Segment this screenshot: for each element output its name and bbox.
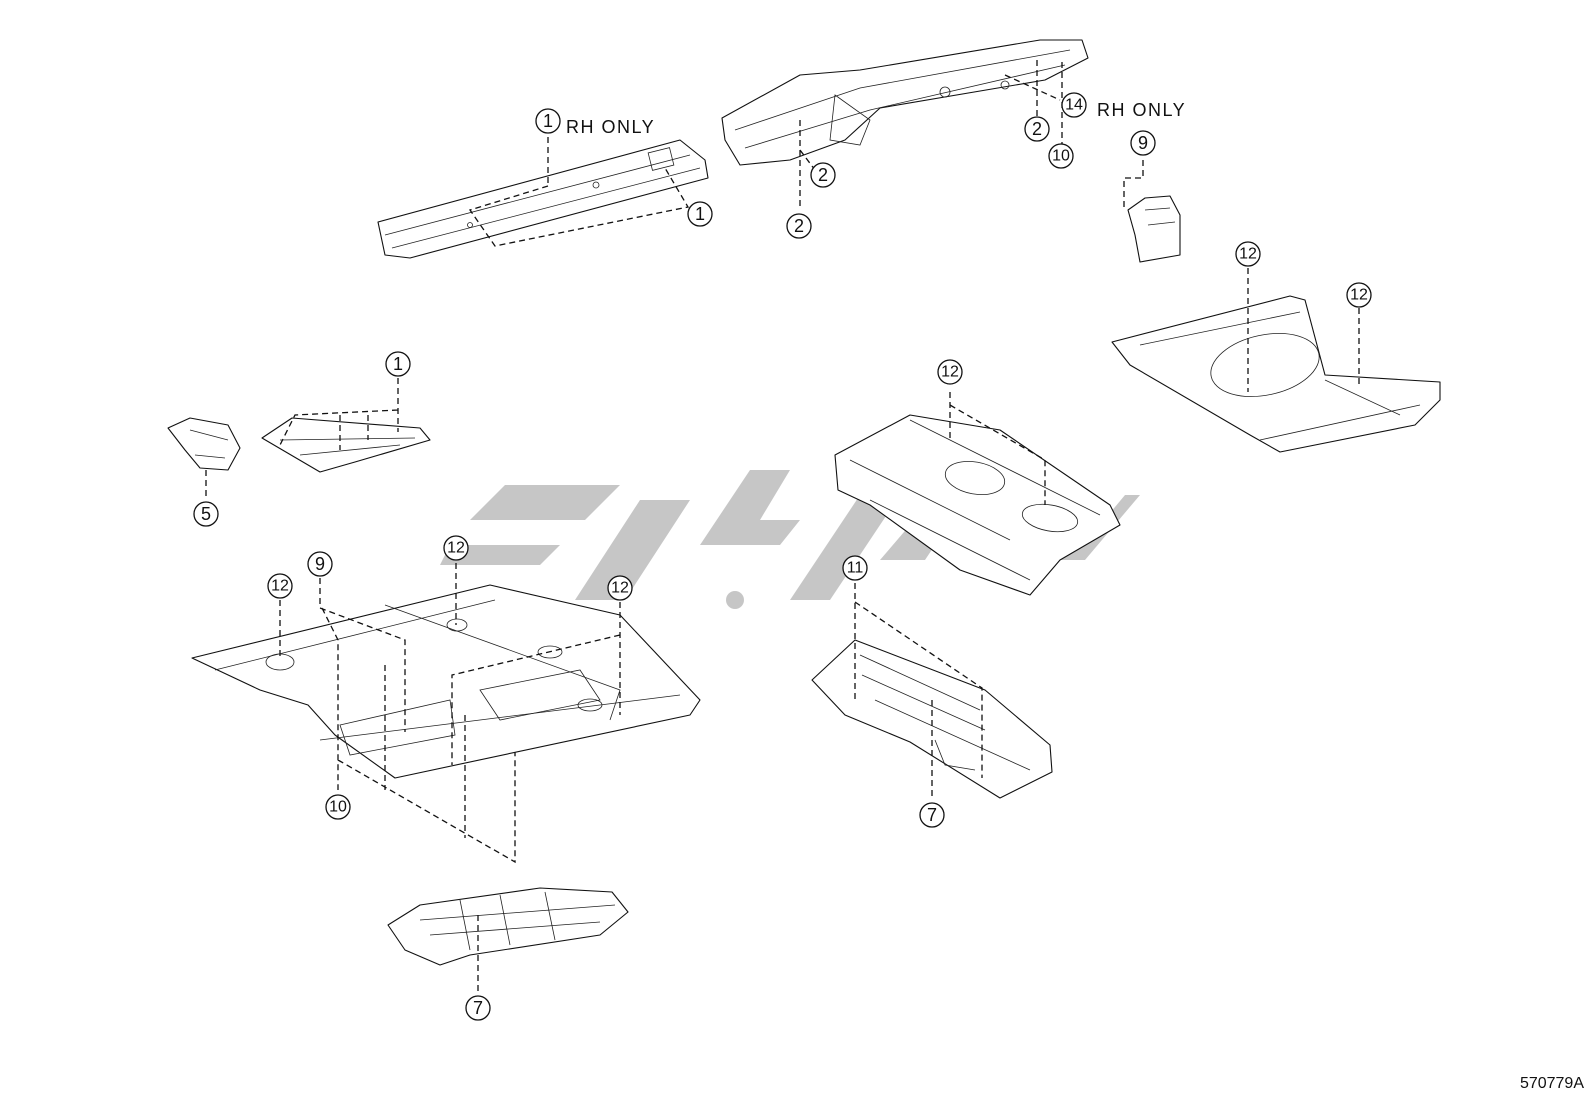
callout-12-f2: 12 [443, 535, 469, 561]
leader-line [949, 392, 1046, 505]
front-floor-pan-part [191, 584, 701, 779]
leader-line [1247, 268, 1360, 392]
svg-text:7: 7 [927, 805, 937, 825]
callout-12-r1: 12 [1235, 241, 1261, 267]
callout-9-floor: 9 [307, 551, 333, 577]
callout-10-top: 10 [1048, 143, 1074, 169]
svg-text:11: 11 [847, 560, 864, 577]
leader-line [854, 583, 983, 800]
callout-1-mid: 1 [385, 351, 411, 377]
floor-crossmember-part [811, 639, 1053, 799]
callout-12-f3: 12 [607, 575, 633, 601]
svg-text:14: 14 [1065, 97, 1083, 114]
svg-text:12: 12 [611, 580, 629, 597]
svg-text:RH ONLY: RH ONLY [566, 117, 655, 137]
callout-12-r2: 12 [1346, 282, 1372, 308]
center-rear-floor-part [834, 414, 1121, 596]
callout-14-rh-only: 14 RH ONLY [1061, 92, 1186, 120]
svg-text:1: 1 [695, 204, 705, 224]
callout-12-f1: 12 [267, 573, 293, 599]
callout-10-floor: 10 [325, 794, 351, 820]
callout-2-b: 2 [786, 213, 812, 239]
svg-text:1: 1 [393, 354, 403, 374]
svg-text:12: 12 [1350, 287, 1368, 304]
leader-line [799, 60, 1063, 210]
rear-frame-part [721, 39, 1089, 166]
rear-floor-pan-part [1111, 295, 1441, 453]
callout-2-a: 2 [810, 162, 836, 188]
svg-text:9: 9 [1138, 133, 1148, 153]
svg-text:9: 9 [315, 554, 325, 574]
mounting-bracket-part [167, 417, 241, 471]
callout-11: 11 [842, 555, 868, 581]
svg-text:2: 2 [818, 165, 828, 185]
small-floor-piece-part [261, 417, 431, 473]
side-rail-part [377, 139, 709, 259]
svg-text:7: 7 [473, 998, 483, 1018]
svg-text:10: 10 [329, 799, 347, 816]
svg-text:12: 12 [447, 540, 465, 557]
leader-line [468, 137, 690, 247]
svg-text:RH ONLY: RH ONLY [1097, 100, 1186, 120]
leader-line [279, 378, 399, 450]
callout-7-bottom: 7 [465, 995, 491, 1021]
heat-insulator-part [387, 887, 629, 966]
svg-text:2: 2 [794, 216, 804, 236]
callout-1-rail: 1 [687, 201, 713, 227]
svg-text:12: 12 [941, 364, 959, 381]
leader-line [279, 563, 621, 864]
diagram-reference-code: 570779A [1520, 1075, 1584, 1092]
svg-text:2: 2 [1032, 119, 1042, 139]
callout-1-rh-only: 1 RH ONLY [535, 108, 655, 137]
callout-2-c: 2 [1024, 116, 1050, 142]
callout-7-right: 7 [919, 802, 945, 828]
svg-text:1: 1 [543, 111, 553, 131]
svg-text:12: 12 [1239, 246, 1257, 263]
callout-9-top: 9 [1130, 130, 1156, 156]
svg-text:10: 10 [1052, 148, 1070, 165]
callout-12-mid: 12 [937, 359, 963, 385]
leader-line [1123, 160, 1144, 210]
small-bracket-part [1127, 195, 1181, 263]
svg-text:12: 12 [271, 578, 289, 595]
callout-5: 5 [193, 501, 219, 527]
svg-text:5: 5 [201, 504, 211, 524]
